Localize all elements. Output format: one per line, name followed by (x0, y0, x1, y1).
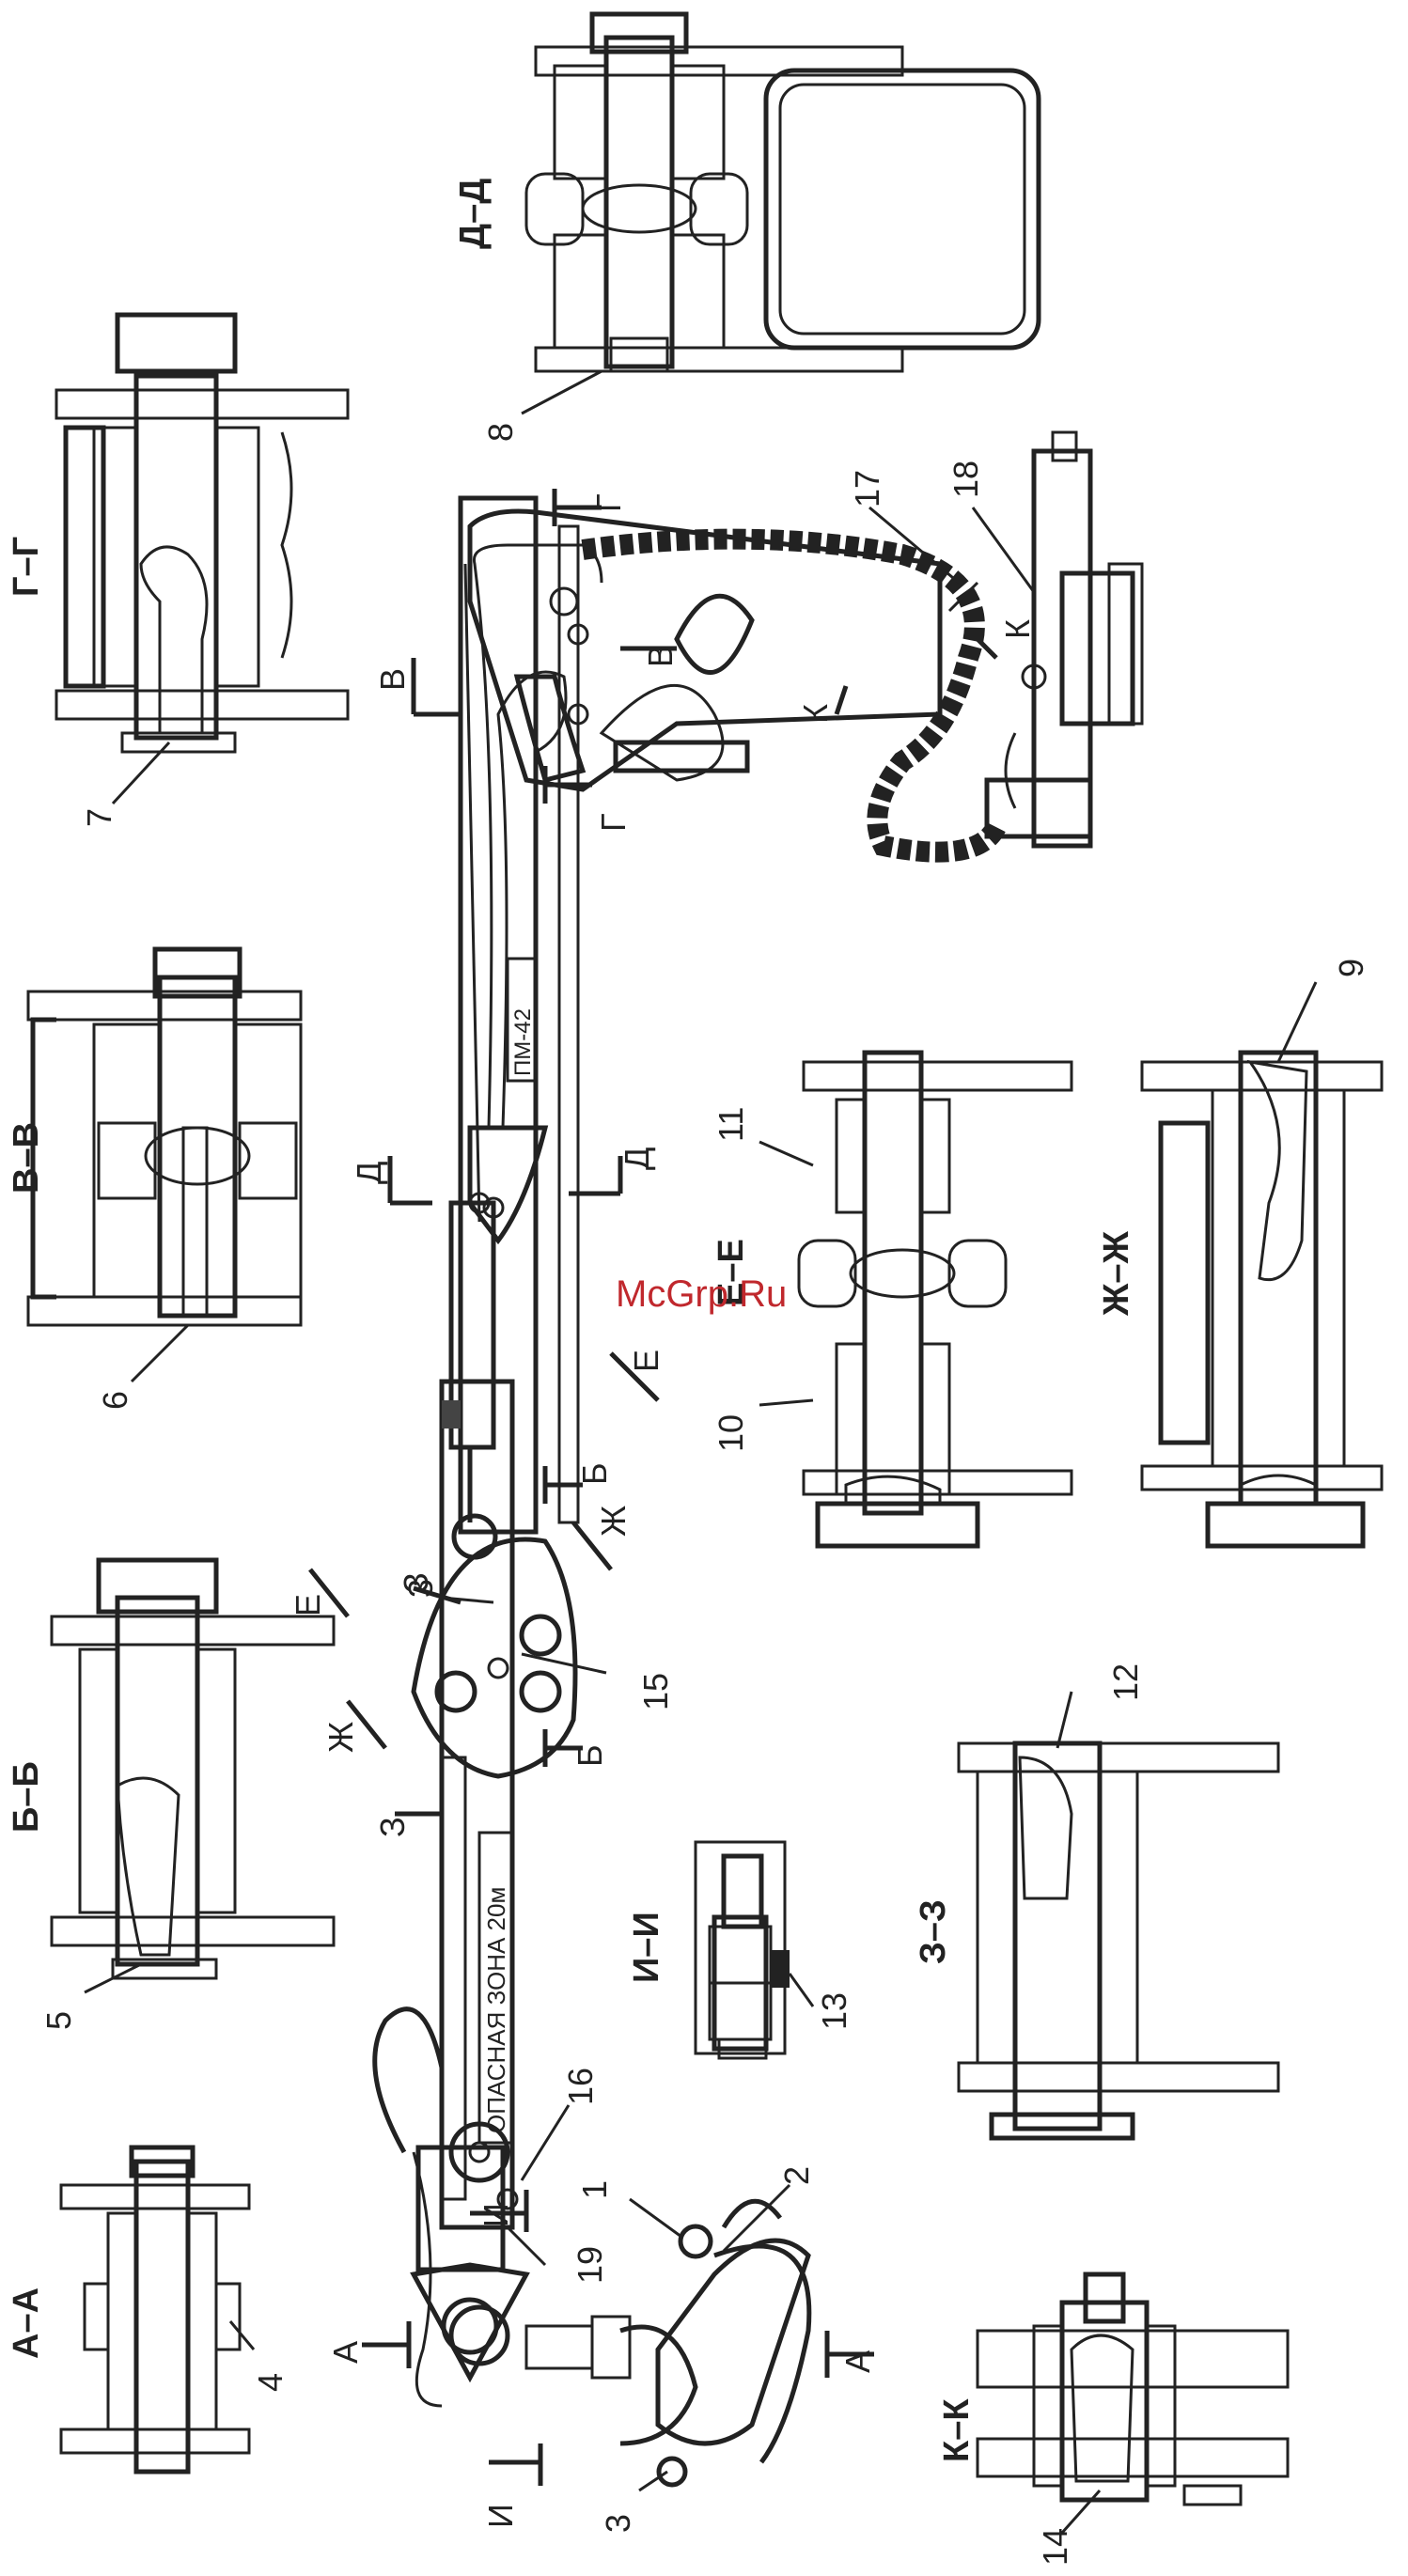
section-label-i-i: И–И (627, 1912, 666, 1983)
section-a-a (61, 2147, 249, 2472)
callout-3-lower: 3 (599, 2514, 637, 2533)
section-label-g-g: Г–Г (7, 537, 46, 597)
cut-mark-i-upper: И (477, 2203, 515, 2227)
section-label-d-d: Д–Д (453, 179, 493, 249)
callout-14: 14 (1036, 2528, 1074, 2566)
callout-2: 2 (777, 2166, 816, 2185)
boom-assembly (375, 432, 1142, 2485)
callout-8: 8 (481, 423, 520, 442)
callout-10: 10 (712, 1414, 750, 1452)
section-label-z-z: З–З (914, 1899, 953, 1964)
callout-13: 13 (815, 1992, 853, 2030)
model-text: ПМ-42 (510, 1008, 536, 1076)
callout-4: 4 (251, 2373, 289, 2392)
callout-5: 5 (39, 2011, 78, 2030)
section-i-i (696, 1842, 790, 2058)
cut-mark-zh-left: Ж (321, 1722, 360, 1753)
callout-11: 11 (712, 1107, 750, 1142)
section-k-k (978, 2274, 1288, 2505)
callout-9: 9 (1332, 959, 1370, 977)
section-zh-zh (1142, 1053, 1382, 1546)
section-label-a-a: А–А (7, 2287, 46, 2359)
cut-mark-z-lower: З (373, 1817, 412, 1837)
cut-mark-k-lower: К (796, 704, 835, 724)
section-d-d (526, 14, 1039, 371)
cut-mark-d-right: Д (618, 1147, 656, 1170)
cut-mark-d-left: Д (350, 1162, 388, 1184)
section-z-z (959, 1743, 1278, 2138)
cut-mark-b-upper: Б (575, 1462, 614, 1485)
callout-1: 1 (575, 2180, 614, 2199)
callout-12: 12 (1106, 1663, 1145, 1701)
cut-mark-b-lower: Б (571, 1744, 609, 1767)
watermark-text: McGrp.Ru (616, 1273, 787, 1315)
cut-mark-e-right: Е (627, 1350, 665, 1372)
callout-3-upper: 3 (401, 1579, 440, 1598)
callout-6: 6 (96, 1391, 134, 1410)
cut-mark-i-lower: И (481, 2504, 520, 2528)
cut-mark-g-lower: Г (594, 814, 633, 833)
cut-mark-e-left: Е (289, 1594, 327, 1616)
section-label-v-v: В–В (7, 1122, 46, 1194)
cut-mark-a-left: А (326, 2341, 365, 2364)
callout-7: 7 (80, 808, 118, 827)
section-g-g (56, 315, 348, 752)
callout-16: 16 (561, 2068, 600, 2105)
callout-19: 19 (571, 2246, 609, 2284)
callout-15: 15 (636, 1673, 675, 1710)
danger-zone-text: ОПАСНАЯ ЗОНА 20м (482, 1887, 510, 2133)
cut-mark-g-upper: Г (589, 494, 628, 513)
cut-mark-v-right: В (641, 645, 680, 667)
section-v-v (28, 949, 301, 1325)
callout-17: 17 (848, 470, 886, 507)
section-label-k-k: К–К (937, 2398, 977, 2462)
section-e-e (799, 1053, 1072, 1546)
cut-mark-v-left: В (373, 668, 412, 691)
cut-mark-k-upper: К (998, 619, 1037, 639)
section-b-b (52, 1560, 334, 1978)
cut-mark-zh-right: Ж (594, 1506, 633, 1537)
callout-18: 18 (946, 461, 985, 498)
section-label-b-b: Б–Б (7, 1761, 46, 1833)
cut-mark-a-right: А (838, 2350, 877, 2373)
section-label-zh-zh: Ж–Ж (1097, 1231, 1136, 1317)
